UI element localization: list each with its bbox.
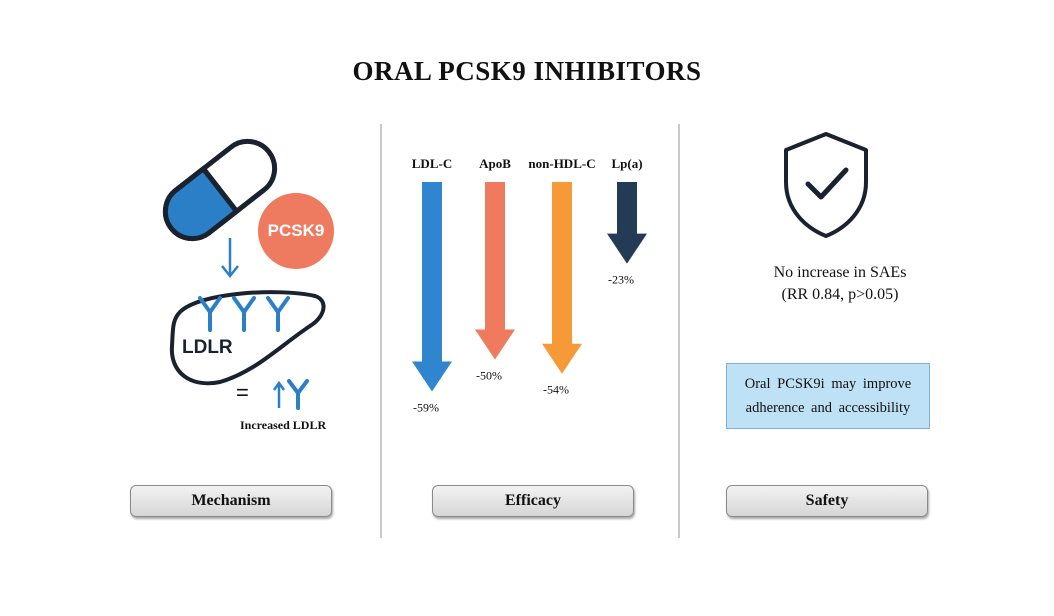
reduction-arrow <box>412 182 452 392</box>
value-label: -23% <box>608 273 634 287</box>
value-label: -54% <box>543 383 569 397</box>
reduction-arrow <box>542 182 582 374</box>
divider-left <box>380 124 382 538</box>
ldlr-label: LDLR <box>182 337 233 358</box>
shield-check-icon <box>784 132 868 238</box>
increased-ldlr-label: Increased LDLR <box>240 418 327 432</box>
efficacy-button[interactable]: Efficacy <box>432 485 634 517</box>
info-line-1: Oral PCSK9i may improve <box>744 376 912 392</box>
sae-line-1: No increase in SAEs <box>773 264 907 281</box>
receptor-increase-icon <box>287 379 309 410</box>
reduction-arrow <box>607 182 647 264</box>
category-label: Lp(a) <box>611 156 642 171</box>
sae-text: No increase in SAEs (RR 0.84, p>0.05) <box>722 262 958 306</box>
value-label: -59% <box>413 400 439 414</box>
info-box: Oral PCSK9i may improve adherence and ac… <box>726 363 930 429</box>
equals-sign: = <box>236 380 249 405</box>
up-arrow-icon <box>272 380 286 408</box>
efficacy-chart: LDL-C -59% ApoB -50% non-HDL-C -54% Lp(a) -23% <box>412 156 647 414</box>
category-label: LDL-C <box>412 156 452 171</box>
receptor-icon <box>198 296 290 332</box>
category-label: non-HDL-C <box>528 156 595 171</box>
sae-line-2: (RR 0.84, p>0.05) <box>781 286 899 303</box>
page-title: ORAL PCSK9 INHIBITORS <box>352 56 702 86</box>
mechanism-button[interactable]: Mechanism <box>130 485 332 517</box>
info-line-2: adherence and accessibility <box>745 400 911 416</box>
divider-right <box>678 124 680 538</box>
value-label: -50% <box>476 369 502 383</box>
pill-icon <box>162 138 278 242</box>
category-label: ApoB <box>479 156 511 171</box>
pcsk9-circle: PCSK9 <box>258 193 334 269</box>
safety-button[interactable]: Safety <box>726 485 928 517</box>
down-arrow-icon <box>221 238 239 279</box>
reduction-arrow <box>475 182 515 360</box>
